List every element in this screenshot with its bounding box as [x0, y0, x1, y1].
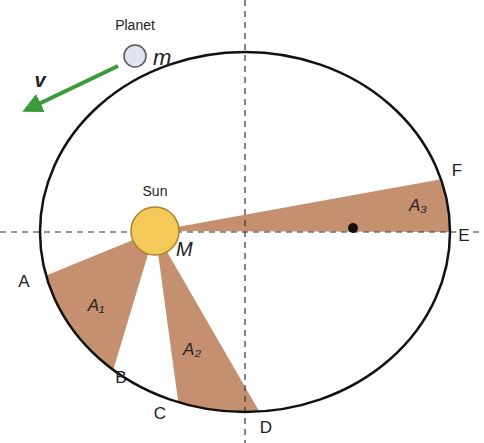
velocity-arrow	[26, 66, 118, 110]
mass-symbol: m	[153, 46, 171, 70]
major-axis	[0, 231, 484, 232]
circle-outline	[130, 206, 180, 256]
area-label: A₁	[86, 297, 107, 316]
velocity-symbol: v	[32, 69, 47, 91]
circle-shape	[131, 207, 179, 255]
empty-focus	[348, 223, 358, 233]
planet-circle: Planetm	[123, 44, 147, 68]
point-label: F	[450, 162, 464, 181]
planet-label: Planet	[115, 18, 155, 33]
swept-area	[155, 179, 450, 232]
sun-label: Sun	[143, 184, 168, 199]
area-label: A₃	[407, 197, 429, 216]
point-label: B	[113, 369, 128, 388]
area-sectors	[46, 179, 450, 412]
minor-axis	[244, 0, 245, 443]
point-label: C	[152, 405, 168, 424]
point-label: E	[456, 227, 471, 246]
circle-shape	[124, 45, 146, 67]
point-label: D	[258, 419, 274, 438]
swept-area	[155, 231, 259, 412]
orbit-ellipse	[40, 52, 450, 412]
swept-area	[46, 231, 155, 370]
mass-symbol: M	[176, 238, 193, 260]
point-label: A	[16, 273, 31, 292]
sun-circle: SunM	[130, 206, 180, 256]
circle-outline	[123, 44, 147, 68]
area-label: A₂	[181, 341, 203, 360]
